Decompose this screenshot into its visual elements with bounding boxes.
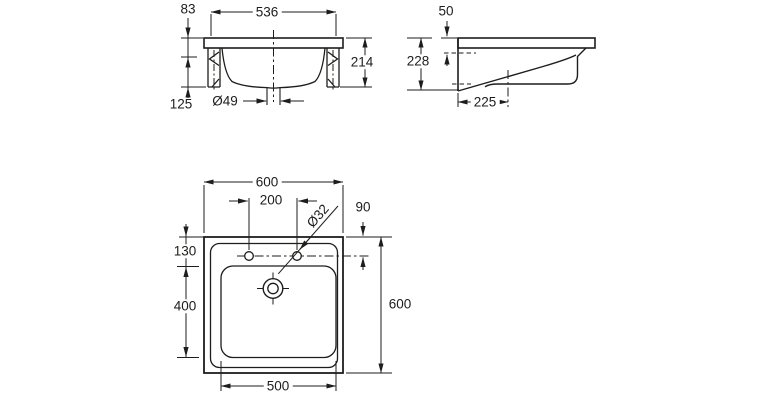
- dim-plan-bowl-width: 500: [263, 379, 293, 393]
- drain-hole: [257, 272, 289, 305]
- tap-hole-left: [244, 251, 254, 261]
- side-view: [407, 21, 596, 107]
- side-dimensions: [407, 21, 509, 107]
- front-view: [181, 9, 372, 105]
- side-rim: [457, 37, 596, 49]
- dim-plan-tap-offset: 90: [355, 199, 371, 215]
- plan-view: [177, 179, 392, 391]
- side-bowl-profile: [484, 47, 587, 88]
- dim-plan-bowl-offset: 130: [170, 244, 200, 258]
- dim-plan-overall-depth: 600: [388, 296, 412, 312]
- plan-tap-extension-lines: [248, 198, 298, 250]
- tap-hole-right: [292, 251, 302, 261]
- dim-front-overall-height: 214: [347, 55, 377, 69]
- dim-side-overall-height: 228: [403, 54, 433, 68]
- plan-inner-rim: [209, 242, 339, 369]
- dim-plan-overall-width: 600: [252, 175, 282, 189]
- front-drain-stubs: [266, 88, 281, 105]
- tap-diameter-leader: [277, 205, 339, 275]
- side-hidden-lines: [444, 52, 476, 85]
- dim-side-drain-from-wall: 225: [470, 95, 500, 109]
- dim-front-body-width: 536: [252, 5, 282, 19]
- dim-front-bracket-lower: 125: [169, 96, 193, 112]
- dim-front-drain-diameter: Ø49: [212, 93, 238, 109]
- front-right-bracket: [326, 48, 340, 92]
- dim-front-rim-to-bracket: 83: [180, 1, 196, 17]
- plan-outer-edge: [203, 236, 344, 374]
- plan-bowl: [220, 265, 337, 359]
- dim-plan-tap-spacing: 200: [256, 193, 286, 207]
- side-sloped-bottom: [457, 54, 577, 92]
- front-left-bracket: [207, 48, 221, 92]
- dim-plan-bowl-length: 400: [170, 299, 200, 313]
- dim-side-apron-height: 50: [438, 3, 454, 19]
- front-dimensions: [181, 9, 372, 104]
